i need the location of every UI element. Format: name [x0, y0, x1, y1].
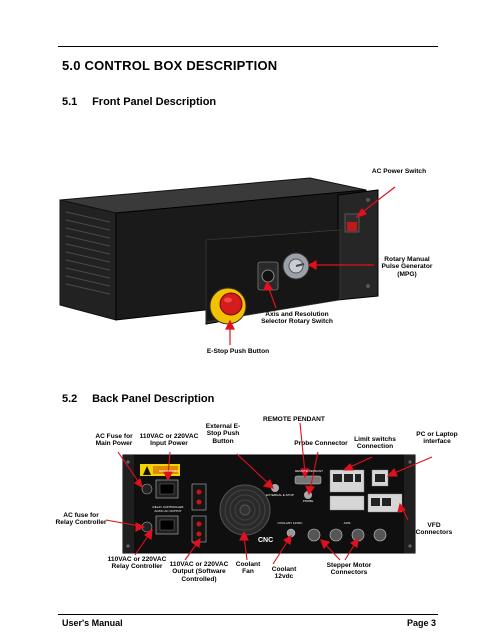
label-input-power: 110VAC or 220VAC Input Power — [139, 433, 199, 448]
label-limit-switch: Limit switchs Connection — [354, 436, 396, 451]
label-output: 110VAC or 220VAC Output (Software Contro… — [169, 561, 229, 583]
label-relay-controller: 110VAC or 220VAC Relay Controller — [107, 556, 167, 571]
label-ac-fuse-relay: AC fuse for Relay Controller — [55, 512, 107, 527]
front-panel-heading-number: 5.1 — [62, 96, 78, 108]
panel-brand-text: CNC — [258, 537, 273, 544]
front-panel-heading-title: Front Panel Description — [92, 96, 217, 108]
back-callouts — [105, 422, 433, 565]
panel-main-power: MAIN POWER — [159, 469, 179, 473]
panel-axis: AXIS — [343, 521, 351, 525]
back-panel-heading-title: Back Panel Description — [92, 393, 215, 405]
label-probe-connector: Probe Connector — [294, 440, 348, 447]
section-title: 5.0 CONTROL BOX DESCRIPTION — [62, 58, 278, 73]
label-pc-laptop: PC or Laptop interface — [416, 431, 458, 446]
panel-probe: PROBE — [302, 499, 314, 503]
label-remote-pendant: REMOTE PENDANT — [263, 416, 325, 423]
back-panel-heading: 5.2 Back Panel Description — [62, 393, 214, 405]
label-axis-selector: Axis and Resolution Selector Rotary Swit… — [261, 311, 333, 326]
label-ac-fuse-main: AC Fuse for Main Power — [95, 433, 133, 448]
label-mpg: Rotary Manual Pulse Generator (MPG) — [381, 256, 433, 278]
front-panel-heading: 5.1 Front Panel Description — [62, 96, 216, 108]
label-ac-power-switch: AC Power Switch — [371, 168, 427, 175]
panel-remote-pendant: REMOTE PENDANT — [294, 469, 323, 473]
label-stepper: Stepper Motor Connectors — [326, 562, 372, 577]
back-panel-heading-number: 5.2 — [62, 393, 78, 405]
control-box-front-illustration — [59, 177, 379, 325]
label-vfd: VFD Connectors — [415, 522, 453, 537]
front-callouts — [225, 186, 396, 345]
top-rule — [58, 46, 438, 47]
footer-right: Page 3 — [406, 618, 436, 628]
footer-left: User's Manual — [62, 618, 123, 628]
panel-coolant: COOLANT 12VDC — [277, 521, 303, 525]
label-estop: E-Stop Push Button — [206, 348, 270, 355]
label-coolant-12v: Coolant 12vdc — [271, 566, 297, 581]
label-external-estop: External E-Stop Push Button — [205, 423, 241, 445]
panel-external-estop: EXTERNAL E-STOP — [266, 493, 294, 497]
label-coolant-fan: Coolant Fan — [235, 561, 261, 576]
control-box-back-illustration: CNC — [122, 454, 416, 554]
bottom-rule — [58, 614, 438, 615]
panel-relay-output: RELAY CONTROLLER AC/DC AC OUTPUT — [152, 505, 184, 513]
